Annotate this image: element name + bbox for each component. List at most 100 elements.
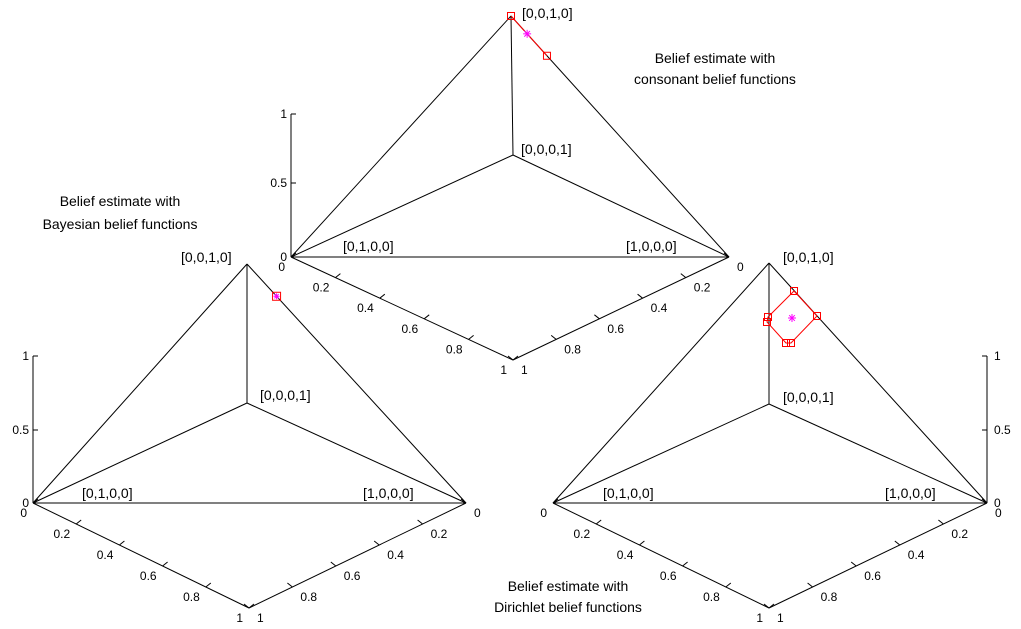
right-axis-tick-mark bbox=[850, 561, 857, 567]
vertex-label-left: [0,1,0,0] bbox=[603, 485, 654, 501]
right-axis-tick-label: 0.4 bbox=[387, 548, 404, 562]
center-star-marker bbox=[788, 314, 796, 322]
edge-right-back bbox=[246, 402, 467, 504]
z-tick-label: 0 bbox=[994, 496, 1001, 510]
vertex-label-back: [0,0,0,1] bbox=[521, 141, 572, 157]
estimate-square-marker bbox=[787, 339, 795, 347]
edge-right-back bbox=[768, 403, 988, 504]
right-axis-tick-mark bbox=[594, 314, 600, 320]
estimate-square-marker bbox=[764, 313, 772, 321]
left-floor-axis bbox=[290, 256, 514, 361]
right-axis-tick-label: 0.8 bbox=[564, 342, 581, 356]
left-axis-tick-label: 0 bbox=[278, 260, 285, 274]
left-axis-tick-label: 1 bbox=[756, 611, 763, 625]
right-axis-tick-mark bbox=[330, 561, 337, 567]
right-axis-tick-label: 0.2 bbox=[694, 281, 711, 295]
left-axis-tick-label: 0.2 bbox=[574, 527, 591, 541]
vertex-label-left: [0,1,0,0] bbox=[82, 485, 133, 501]
left-axis-tick-label: 0.8 bbox=[703, 590, 720, 604]
right-axis-tick-mark bbox=[763, 603, 770, 609]
edge-left-top bbox=[290, 15, 512, 258]
z-tick-label: 1 bbox=[994, 349, 1001, 363]
vertex-label-right: [1,0,0,0] bbox=[626, 238, 677, 254]
edge-left-top bbox=[552, 262, 770, 504]
left-axis-tick-label: 0.2 bbox=[54, 527, 71, 541]
left-axis-tick-mark bbox=[468, 335, 474, 340]
left-axis-tick-label: 0 bbox=[20, 506, 27, 520]
right-axis-tick-label: 0.6 bbox=[607, 322, 624, 336]
panel-caption-line-1: Belief estimate with bbox=[60, 193, 181, 209]
estimate-square-marker bbox=[813, 312, 821, 320]
simplex-edges bbox=[552, 262, 988, 504]
star-stroke bbox=[788, 314, 796, 322]
edge-left-back bbox=[290, 154, 514, 258]
right-axis-tick-label: 0.6 bbox=[344, 569, 361, 583]
left-axis-tick-mark bbox=[379, 293, 386, 299]
right-axis-tick-mark bbox=[243, 603, 250, 609]
left-floor-axis bbox=[552, 502, 770, 609]
panel-caption-line-2: Bayesian belief functions bbox=[43, 216, 198, 232]
z-axis: 00.51 bbox=[982, 349, 1011, 510]
edge-right-back bbox=[512, 154, 730, 258]
vertex-label-right: [1,0,0,0] bbox=[363, 485, 414, 501]
estimate-region-outline bbox=[766, 290, 818, 344]
left-axis-tick-mark bbox=[205, 582, 212, 588]
left-floor-axis bbox=[32, 502, 250, 609]
right-axis-tick-mark bbox=[417, 519, 423, 525]
panel-caption-line-1: Belief estimate with bbox=[508, 578, 629, 594]
left-axis-tick-label: 0.4 bbox=[97, 548, 114, 562]
left-axis-tick-label: 0 bbox=[540, 506, 547, 520]
z-tick-label: 0.5 bbox=[994, 423, 1011, 437]
right-axis-tick-label: 0 bbox=[995, 506, 1002, 520]
star-stroke bbox=[274, 293, 280, 299]
panel-caption-line-2: consonant belief functions bbox=[634, 71, 796, 87]
vertex-label-left: [0,1,0,0] bbox=[343, 238, 394, 254]
estimate-square-marker bbox=[790, 287, 798, 295]
left-axis-tick-label: 0.6 bbox=[140, 569, 157, 583]
right-axis-tick-mark bbox=[894, 540, 901, 546]
left-axis-tick-mark bbox=[639, 540, 645, 546]
center-star-marker bbox=[273, 293, 280, 300]
left-axis-tick-label: 0.2 bbox=[313, 281, 330, 295]
right-axis-tick-label: 1 bbox=[257, 611, 264, 625]
right-axis-tick-mark bbox=[680, 273, 687, 278]
center-star-marker bbox=[523, 29, 532, 38]
left-axis-tick-mark bbox=[682, 561, 688, 567]
belief-estimate bbox=[507, 12, 551, 60]
left-axis-tick-mark bbox=[725, 582, 732, 588]
left-axis-tick-label: 1 bbox=[236, 611, 243, 625]
panel-caption-line-1: Belief estimate with bbox=[655, 50, 776, 66]
z-tick-label: 0 bbox=[22, 496, 29, 510]
right-axis-tick-mark bbox=[287, 582, 293, 588]
left-axis-tick-label: 0.6 bbox=[402, 322, 419, 336]
z-tick-label: 0.5 bbox=[12, 423, 29, 437]
left-axis-tick-mark bbox=[595, 519, 602, 525]
left-axis-tick-mark bbox=[423, 314, 430, 320]
estimate-square-marker bbox=[507, 12, 515, 20]
right-axis-tick-label: 0.4 bbox=[651, 301, 668, 315]
estimate-square-marker bbox=[782, 339, 790, 347]
left-axis-tick-mark bbox=[75, 519, 82, 525]
edge-right-top bbox=[510, 15, 730, 258]
left-axis-tick-mark bbox=[162, 561, 168, 567]
right-floor-axis bbox=[768, 502, 988, 609]
edge-back-top bbox=[510, 15, 514, 156]
edge-left-back bbox=[32, 402, 248, 504]
vertex-label-top: [0,0,1,0] bbox=[522, 5, 573, 21]
left-axis-tick-mark bbox=[335, 273, 341, 278]
left-axis-tick-label: 0.8 bbox=[183, 590, 200, 604]
right-axis-tick-mark bbox=[807, 582, 813, 588]
estimate-square-marker bbox=[763, 318, 771, 326]
right-axis-tick-label: 1 bbox=[777, 611, 784, 625]
simplex-edges bbox=[290, 15, 730, 258]
right-axis-tick-mark bbox=[550, 335, 557, 340]
right-axis-tick-mark bbox=[507, 355, 514, 361]
right-axis-tick-label: 0 bbox=[737, 260, 744, 274]
z-axis: 00.51 bbox=[12, 349, 38, 510]
vertex-label-back: [0,0,0,1] bbox=[260, 387, 311, 403]
